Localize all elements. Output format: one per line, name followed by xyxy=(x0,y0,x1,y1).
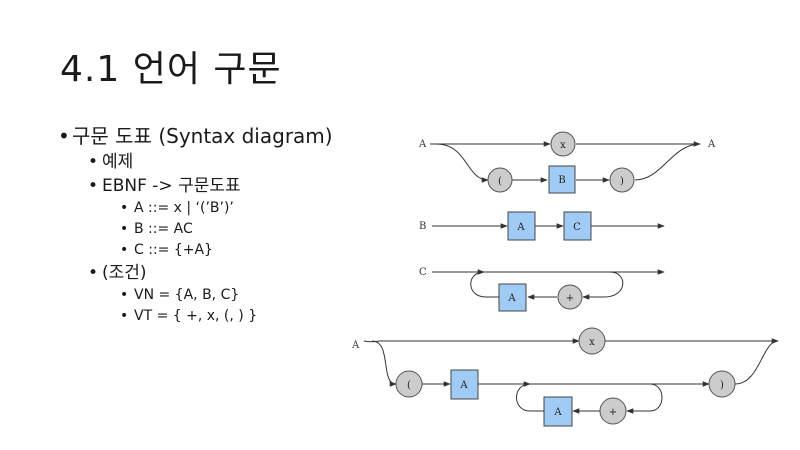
svg-text:+: + xyxy=(609,407,617,418)
diagram-a: A A x ( B ) xyxy=(418,131,716,194)
terminal-plus xyxy=(557,284,583,310)
bullet-list: •구문 도표 (Syntax diagram) •예제 •EBNF -> 구문도… xyxy=(58,122,333,327)
svg-text:A: A xyxy=(507,293,516,304)
bullet-example: •예제 xyxy=(88,152,134,172)
diagram-a-entry-label: A xyxy=(418,139,427,150)
bullet-condition: •(조건) xyxy=(88,263,147,283)
nonterminal-a xyxy=(507,211,536,241)
nonterminal-a xyxy=(450,369,479,400)
bullet-syntax-diagram: •구문 도표 (Syntax diagram) xyxy=(58,124,333,148)
diagram-combined: A x ( A + A ) xyxy=(351,327,779,427)
svg-text:A: A xyxy=(516,222,525,233)
svg-text:A: A xyxy=(459,380,468,391)
bullet-rule-b: •B ::= AC xyxy=(120,221,193,237)
nonterminal-a xyxy=(543,396,573,427)
slide-title: 4.1 언어 구문 xyxy=(60,49,282,90)
svg-text:A: A xyxy=(553,407,562,418)
diagram-combined-label: A xyxy=(351,340,360,351)
diagram-b: B A C xyxy=(419,211,665,241)
terminal-rparen xyxy=(609,167,635,193)
nonterminal-a xyxy=(498,283,527,312)
svg-text:(: ( xyxy=(407,380,411,391)
terminal-x xyxy=(550,131,576,157)
svg-text:B: B xyxy=(558,175,565,186)
svg-text:C: C xyxy=(573,222,581,233)
diagram-c-label: C xyxy=(419,267,427,278)
bullet-rule-c: •C ::= {+A} xyxy=(120,242,213,258)
svg-text:+: + xyxy=(566,293,574,304)
bullet-ebnf: •EBNF -> 구문도표 xyxy=(88,176,241,196)
svg-text:(: ( xyxy=(498,176,502,187)
nonterminal-b xyxy=(548,165,576,194)
svg-text:): ) xyxy=(620,176,624,187)
terminal-lparen xyxy=(487,167,513,193)
diagram-b-label: B xyxy=(419,221,426,232)
diagram-c: C + A xyxy=(419,267,665,312)
bullet-vn: •VN = {A, B, C} xyxy=(120,287,240,303)
diagram-a-exit-label: A xyxy=(707,139,716,150)
bullet-vt: •VT = { +, x, (, ) } xyxy=(120,308,258,324)
bullet-rule-a: •A ::= x | ‘(’B’)’ xyxy=(120,200,234,216)
svg-text:): ) xyxy=(720,380,724,391)
svg-text:x: x xyxy=(589,337,595,348)
svg-text:x: x xyxy=(560,140,566,151)
